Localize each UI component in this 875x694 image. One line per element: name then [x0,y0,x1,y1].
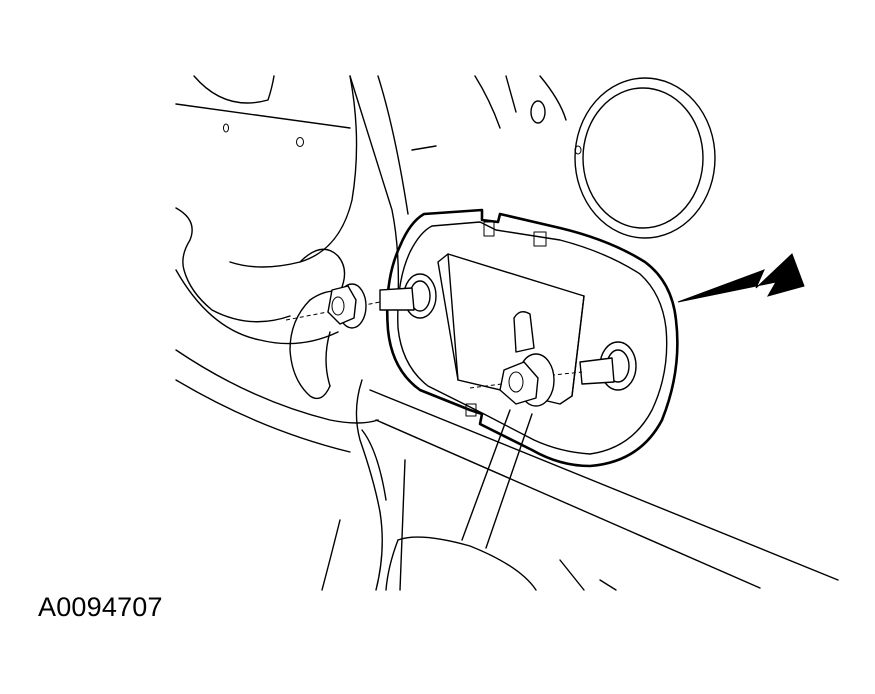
cover-plate [385,208,679,468]
left-bracket [175,75,379,453]
lower-rail [321,379,839,591]
socket-extension [385,409,537,591]
figure-reference-id: A0094707 [38,592,163,622]
right-stud-assembly [469,341,637,407]
body-panel [175,75,582,301]
arrow-icon [677,253,805,303]
circular-opening [574,77,716,239]
left-stud-assembly [285,273,437,329]
